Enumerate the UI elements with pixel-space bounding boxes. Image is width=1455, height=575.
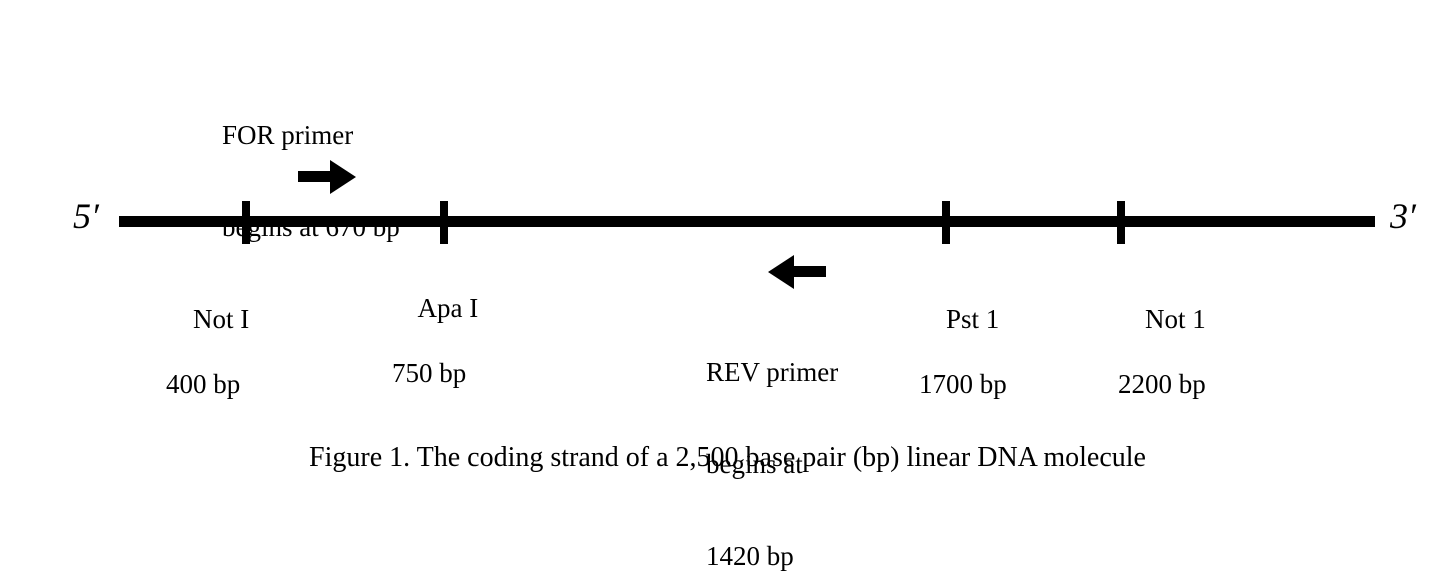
forward-primer-arrow-right-icon: [298, 160, 358, 199]
strand-end-label-5prime: 5′: [73, 196, 99, 236]
reverse-primer-line1: REV primer: [706, 357, 839, 387]
reverse-primer-line3: 1420 bp: [706, 541, 794, 571]
site-name: Pst 1: [946, 304, 1000, 334]
site-label-pst-1: Pst 1 1700 bp: [919, 279, 1007, 452]
tick-mark-not-1-2200: [1117, 201, 1125, 244]
forward-primer-label: FOR primer begins at 670 bp: [222, 68, 400, 295]
reverse-primer-arrow-left-icon: [766, 255, 826, 294]
site-label-not-i: Not I 400 bp: [166, 279, 249, 452]
tick-mark-apa-i-750: [440, 201, 448, 244]
site-position: 2200 bp: [1118, 369, 1206, 399]
site-position: 400 bp: [166, 369, 241, 399]
dna-strand-line: [119, 216, 1375, 227]
site-position: 1700 bp: [919, 369, 1007, 399]
strand-end-label-3prime: 3′: [1390, 196, 1416, 236]
forward-primer-line2: begins at 670 bp: [222, 212, 400, 242]
tick-mark-pst-1-1700: [942, 201, 950, 244]
site-name: Not I: [193, 304, 250, 334]
site-name: Not 1: [1145, 304, 1206, 334]
tick-mark-not-i-400: [242, 201, 250, 244]
reverse-primer-label: REV primer begins at 1420 bp: [706, 305, 838, 575]
site-name: Apa I: [417, 293, 479, 323]
site-position: 750 bp: [392, 358, 467, 388]
figure-caption: Figure 1. The coding strand of a 2,500 b…: [309, 442, 1146, 473]
site-label-not-1: Not 1 2200 bp: [1118, 279, 1206, 452]
reverse-primer-line2: begins at: [706, 449, 803, 479]
forward-primer-line1: FOR primer: [222, 120, 354, 150]
site-label-apa-i: Apa I 750 bp: [392, 268, 478, 441]
